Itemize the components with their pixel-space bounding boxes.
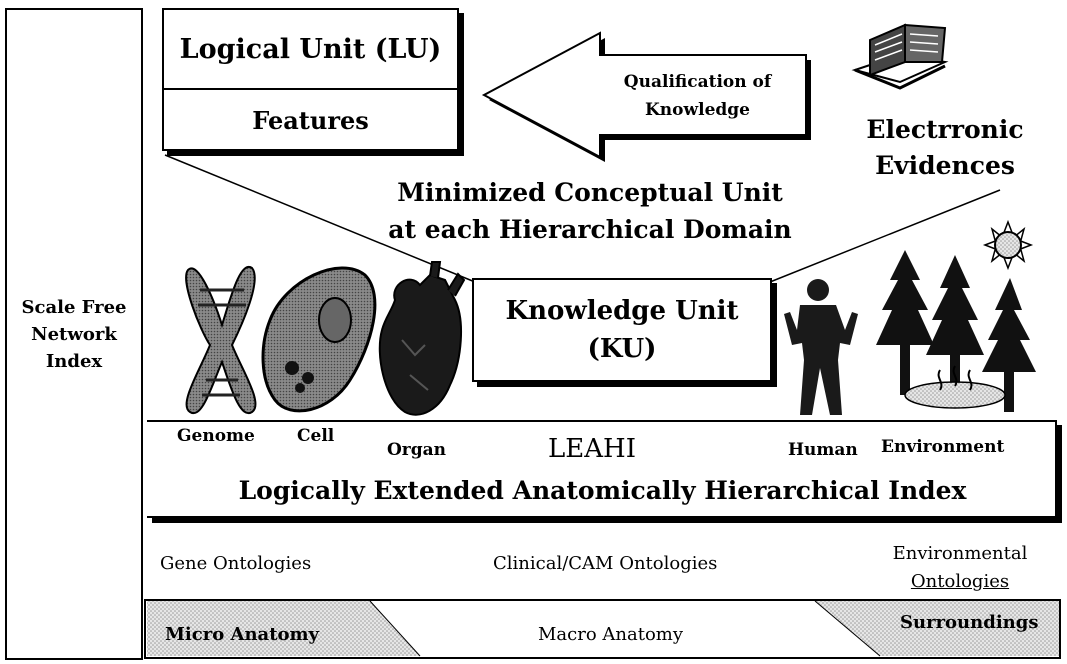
- micro-anatomy-label: Micro Anatomy: [165, 624, 320, 645]
- gene-ontologies-label: Gene Ontologies: [160, 553, 312, 574]
- scale-free-network-index: Scale Free Network Index: [5, 8, 143, 660]
- features-label: Features: [252, 105, 369, 135]
- knowledge-unit-line-2: (KU): [587, 334, 657, 364]
- index-label-line-1: Scale Free: [21, 296, 127, 318]
- tree-icon-left: [876, 250, 934, 395]
- conceptual-unit-line-2: at each Hierarchical Domain: [388, 215, 792, 244]
- pond-icon: [904, 365, 1006, 409]
- tree-icon-middle: [926, 255, 984, 405]
- cell-icon: [261, 266, 377, 413]
- electronic-evidences-label: Electrronic Evidences: [830, 108, 1060, 188]
- surroundings-label: Surroundings: [900, 612, 1039, 633]
- logical-unit-title: Logical Unit (LU): [164, 10, 457, 90]
- sun-icon: [982, 219, 1034, 271]
- tree-icon-right: [982, 278, 1036, 412]
- index-label-line-3: Index: [45, 350, 103, 372]
- clinical-ontologies-label: Clinical/CAM Ontologies: [493, 553, 718, 574]
- knowledge-unit-line-1: Knowledge Unit: [505, 296, 739, 326]
- qualification-label-line-2: Knowledge: [645, 99, 750, 120]
- heart-icon: [378, 261, 466, 416]
- index-label-line-2: Network: [31, 323, 117, 345]
- environmental-ontologies-label: Environmental Ontologies: [860, 538, 1060, 598]
- human-label: Human: [788, 440, 858, 460]
- environment-label: Environment: [881, 437, 1005, 457]
- knowledge-unit-box: Knowledge Unit (KU): [472, 278, 772, 382]
- qualification-arrow: [481, 31, 811, 162]
- evidence-label-line-2: Evidences: [875, 151, 1015, 180]
- conceptual-unit-line-1: Minimized Conceptual Unit: [397, 178, 783, 207]
- qualification-label-line-1: Qualification of: [623, 71, 772, 92]
- leahi-short-label: LEAHI: [548, 434, 636, 464]
- organ-label: Organ: [387, 440, 447, 460]
- qualification-label: Qualification of Knowledge: [590, 58, 805, 133]
- chromosome-icon: [185, 265, 257, 415]
- connector-line-right: [769, 189, 1001, 283]
- cell-label: Cell: [297, 426, 335, 446]
- anatomy-band: [144, 599, 1061, 659]
- human-icon: [784, 279, 858, 415]
- conceptual-unit-label: Minimized Conceptual Unit at each Hierar…: [360, 172, 820, 250]
- leahi-full-label: Logically Extended Anatomically Hierarch…: [238, 475, 967, 505]
- evidence-label-line-1: Electrronic: [866, 115, 1024, 144]
- macro-anatomy-label: Macro Anatomy: [538, 624, 684, 645]
- connector-line-left: [164, 154, 476, 283]
- genome-label: Genome: [177, 426, 255, 446]
- logical-unit-box: Logical Unit (LU) Features: [162, 8, 459, 151]
- book-icon: [851, 23, 949, 90]
- environmental-ontologies-line-1: Environmental: [892, 543, 1028, 564]
- leahi-band: [147, 420, 1057, 518]
- environmental-ontologies-line-2: Ontologies: [910, 571, 1010, 592]
